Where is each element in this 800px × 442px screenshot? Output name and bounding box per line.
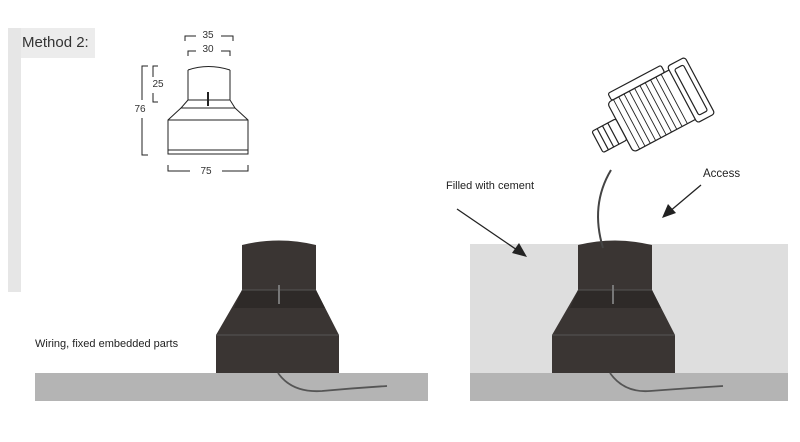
- dim-75-bracket-left: [167, 165, 190, 172]
- dim-25-bracket-top: [152, 65, 158, 77]
- dim-top-outer-label: 35: [202, 30, 214, 41]
- fixture-cable: [597, 169, 612, 249]
- dimension-drawing: [141, 35, 249, 172]
- base-outline: [167, 107, 249, 155]
- dim-base-width-label: 75: [200, 166, 212, 177]
- access-arrow: [662, 184, 702, 218]
- title-panel: [21, 28, 95, 58]
- embedded-part-right: [552, 240, 675, 373]
- dim-76-bracket-bottom: [141, 118, 148, 156]
- dim-35-bracket-left: [184, 35, 196, 41]
- dim-76-bracket-top: [141, 65, 148, 100]
- embedded-part-left: [216, 240, 339, 373]
- wire-left: [277, 372, 388, 393]
- cap-top-outline: [187, 66, 231, 71]
- shoulder-outline: [179, 99, 236, 109]
- cement-arrow: [456, 208, 527, 257]
- dim-neck-height-label: 25: [152, 79, 164, 90]
- dim-total-height-label: 76: [134, 104, 146, 115]
- dim-30-bracket-left: [187, 50, 196, 56]
- wiring-label: Wiring, fixed embedded parts: [35, 338, 179, 350]
- ground-right: [470, 373, 788, 401]
- dim-35-bracket-right: [221, 35, 234, 41]
- dim-75-bracket-right: [222, 165, 249, 172]
- dim-30-bracket-right: [221, 50, 231, 56]
- cement-label: Filled with cement: [446, 180, 535, 192]
- panel-edge: [8, 28, 21, 292]
- dim-top-inner-label: 30: [202, 44, 214, 55]
- dim-25-bracket-bottom: [152, 93, 158, 103]
- access-label: Access: [703, 168, 741, 180]
- light-fixture: [591, 57, 715, 153]
- wire-right: [609, 372, 724, 393]
- method-title: Method 2:: [22, 34, 89, 51]
